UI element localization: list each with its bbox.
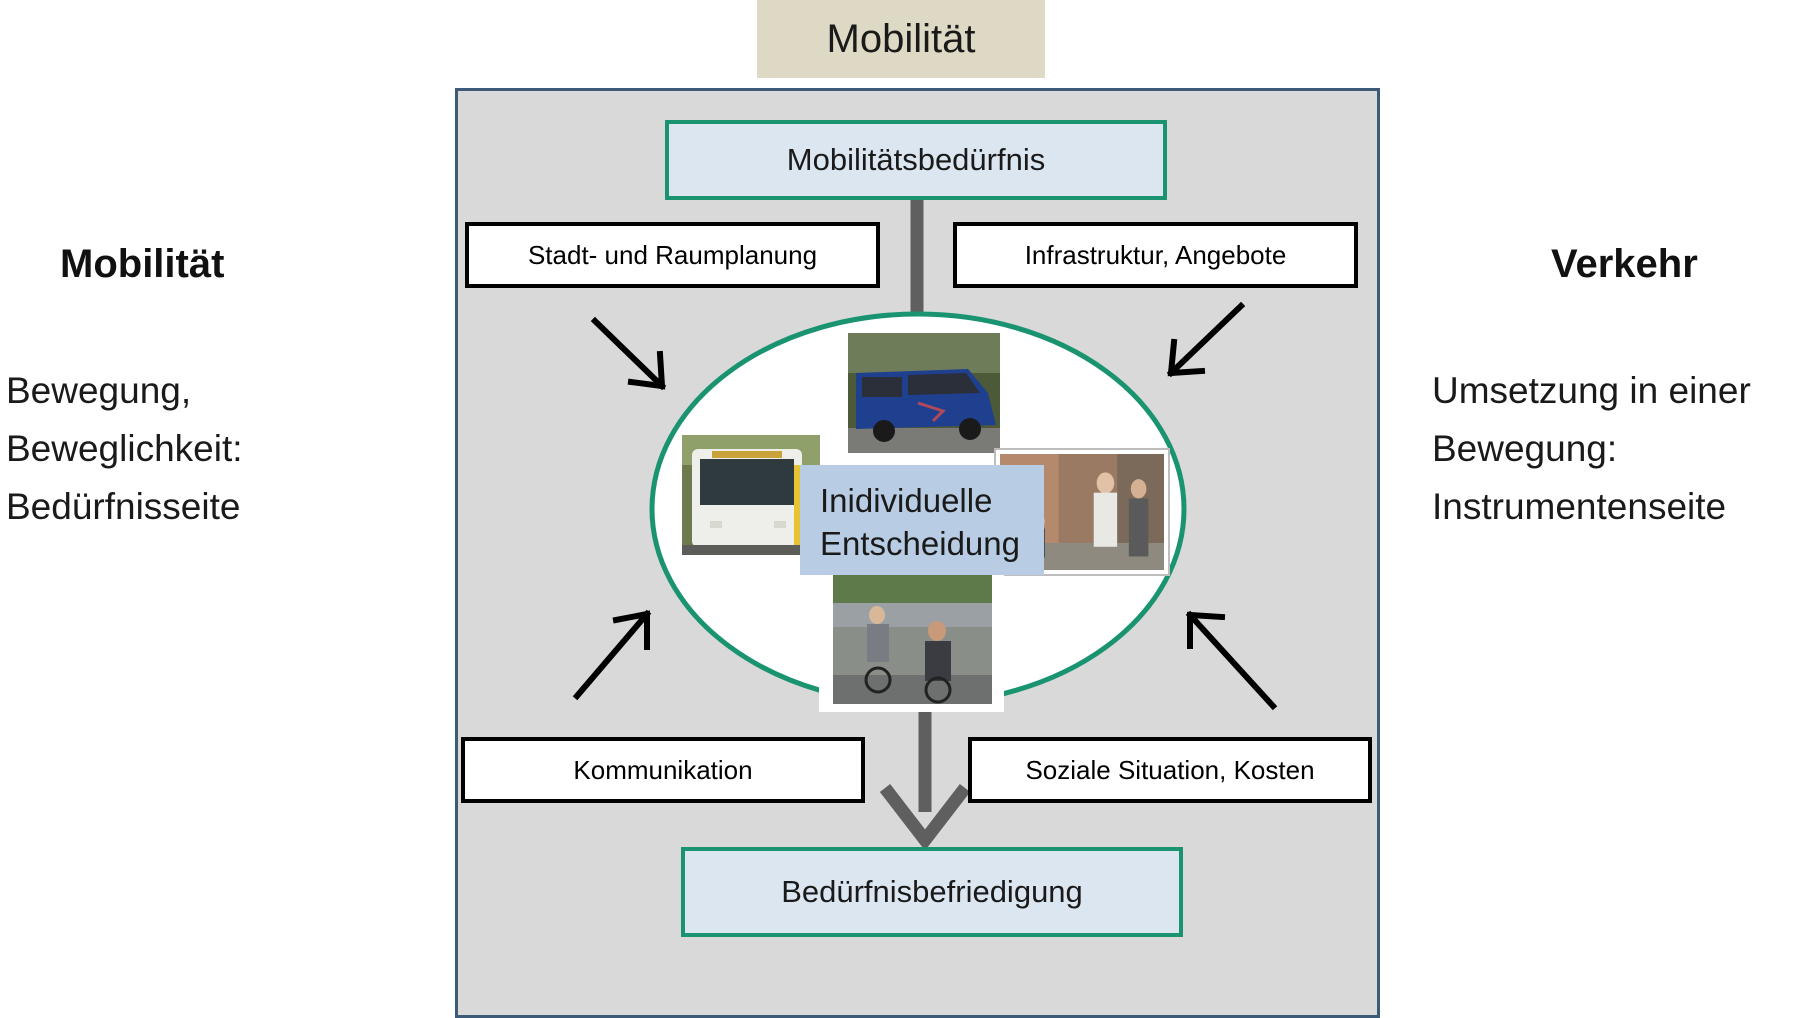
- need-label: Mobilitätsbedürfnis: [786, 142, 1046, 177]
- left-line-3: Bedürfnisseite: [6, 486, 241, 527]
- arrow-top-right: [1166, 301, 1246, 378]
- satisfaction-label: Bedürfnisbefriedigung: [781, 874, 1083, 909]
- connector-bottom-arrowhead: [879, 784, 971, 851]
- factor-urban-planning-label: Stadt- und Raumplanung: [527, 239, 818, 270]
- bus-photo: [682, 435, 820, 555]
- decision-line-1: Inidividuelle: [820, 482, 993, 519]
- right-description: Umsetzung in einer Bewegung: Instrumente…: [1432, 362, 1751, 536]
- decision-box: Inidividuelle Entscheidung: [800, 465, 1044, 575]
- arrow-top-left: [590, 316, 667, 391]
- factor-infrastructure: Infrastruktur, Angebote: [953, 222, 1358, 288]
- left-heading: Mobilität: [60, 242, 225, 286]
- right-line-2: Bewegung:: [1432, 428, 1618, 469]
- factor-social-situation-label: Soziale Situation, Kosten: [1025, 754, 1315, 785]
- right-line-3: Instrumentenseite: [1432, 486, 1727, 527]
- arrow-bottom-right: [1185, 610, 1278, 711]
- decision-line-2: Entscheidung: [820, 525, 1020, 562]
- arrow-bottom-left: [572, 609, 652, 701]
- satisfaction-box: Bedürfnisbefriedigung: [681, 847, 1183, 937]
- factor-communication: Kommunikation: [461, 737, 865, 803]
- factor-social-situation: Soziale Situation, Kosten: [968, 737, 1372, 803]
- left-description: Bewegung, Beweglichkeit: Bedürfnisseite: [6, 362, 243, 536]
- need-box: Mobilitätsbedürfnis: [665, 120, 1167, 200]
- left-line-1: Bewegung,: [6, 370, 192, 411]
- van-photo: [848, 333, 1000, 453]
- factor-communication-label: Kommunikation: [573, 754, 753, 785]
- left-line-2: Beweglichkeit:: [6, 428, 243, 469]
- right-heading: Verkehr: [1551, 242, 1698, 286]
- factor-urban-planning: Stadt- und Raumplanung: [465, 222, 880, 288]
- factor-infrastructure-label: Infrastruktur, Angebote: [1024, 239, 1287, 270]
- right-line-1: Umsetzung in einer: [1432, 370, 1751, 411]
- cyclists-photo: [819, 567, 1004, 712]
- diagram-title: Mobilität: [757, 0, 1045, 78]
